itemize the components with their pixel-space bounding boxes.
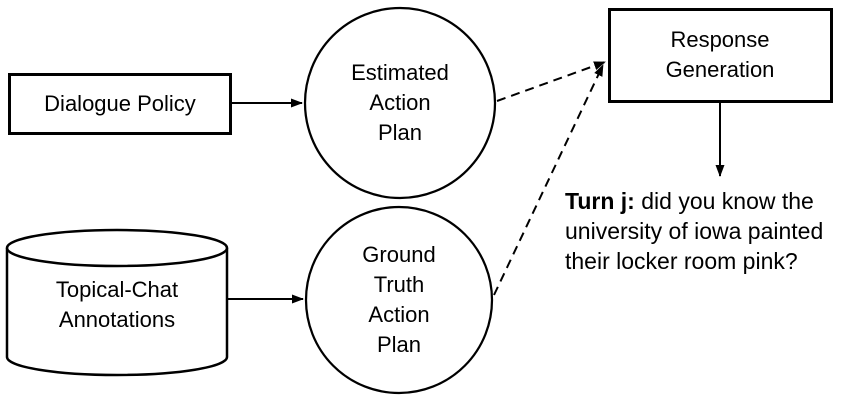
turn-output-text: Turn j: did you know the university of i… [565,186,844,276]
dashed-arrow-estimated-to-response [496,61,606,102]
dashed-arrow-groundtruth-to-response [493,64,604,296]
response-generation-box [608,8,833,103]
ground-truth-action-plan-circle [304,205,494,395]
estimated-action-plan-circle [303,6,497,200]
turn-line-1: Turn j: did you know the [565,188,814,214]
ground-truth-action-plan-label: Ground Truth Action Plan [362,242,436,357]
turn-bold-prefix: Turn j: [565,188,635,214]
turn-line-3: their locker room pink? [565,248,798,274]
estimated-action-plan-label: Estimated Action Plan [351,60,449,145]
response-generation-label: Response Generation [665,27,775,82]
dialogue-policy-label: Dialogue Policy [44,91,196,116]
turn-line-2: university of iowa painted [565,218,824,244]
topical-chat-label: Topical-Chat Annotations [55,277,179,332]
dialogue-policy-box [8,73,232,135]
topical-chat-cylinder [5,228,229,377]
